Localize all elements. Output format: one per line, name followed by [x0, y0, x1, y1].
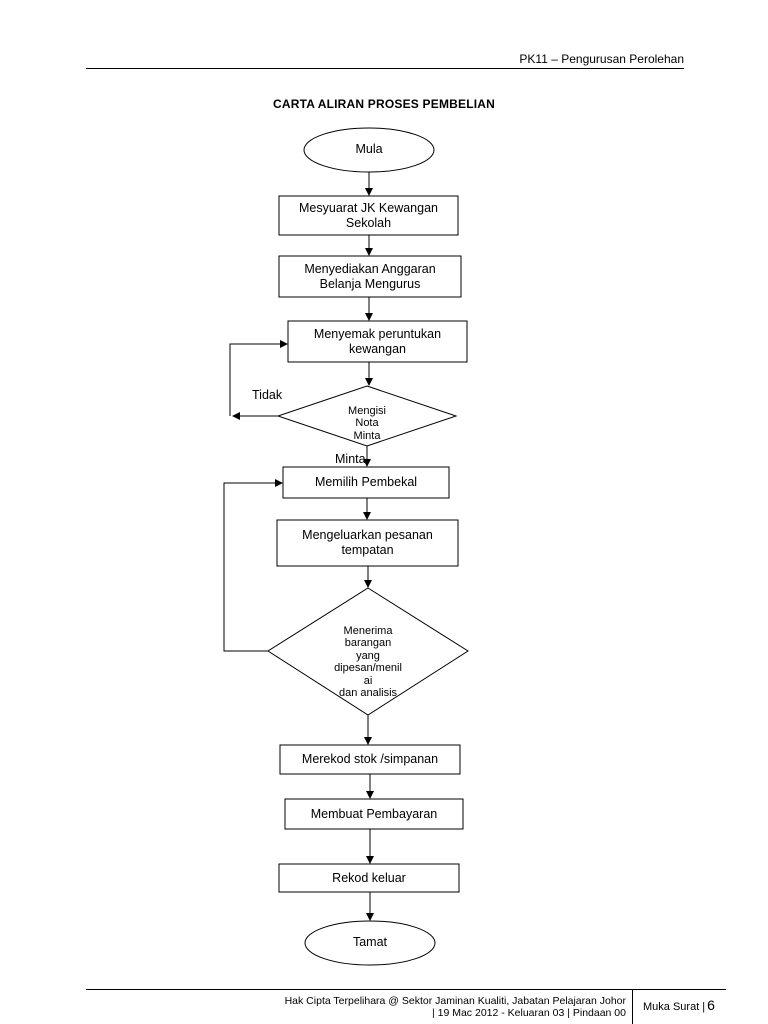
page-number: 6 — [707, 997, 715, 1013]
end-label: Tamat — [352, 934, 388, 949]
supplier-label: Memilih Pembekal — [314, 475, 418, 489]
review-label: Menyemak peruntukan kewangan — [313, 326, 442, 356]
note-decision-label: Mengisi Nota Minta — [348, 405, 386, 442]
note-decision-overflow-label: Minta — [335, 452, 366, 466]
loop-back-to-supplier — [223, 479, 283, 652]
loop-back-to-review — [229, 340, 288, 416]
page-label: Muka Surat | — [643, 1001, 706, 1013]
document-header: PK11 – Pengurusan Perolehan — [519, 52, 684, 66]
footer-rule — [86, 989, 726, 990]
start-label: Mula — [355, 141, 383, 156]
receive-decision-label: Menerima barangan yang dipesan/menil ai … — [334, 625, 402, 700]
payment-label: Membuat Pembayaran — [310, 806, 438, 821]
footer-divider — [632, 989, 633, 1024]
diagram-title: CARTA ALIRAN PROSES PEMBELIAN — [272, 97, 496, 111]
order-label: Mengeluarkan pesanan tempatan — [302, 528, 433, 557]
stock-process-box — [279, 744, 461, 775]
end-terminal — [304, 920, 436, 966]
footer-page-indicator: Muka Surat |6 — [643, 997, 715, 1013]
payment-process-box — [284, 798, 464, 830]
stock-label: Merekod stok /simpanan — [301, 752, 439, 766]
order-process-box — [276, 519, 459, 567]
no-branch-label: Tidak — [252, 388, 283, 402]
budget-process-box — [278, 255, 462, 298]
review-process-box — [287, 320, 468, 363]
record-out-process-box — [278, 863, 460, 893]
header-rule — [86, 68, 684, 69]
footer-copyright: Hak Cipta Terpelihara @ Sektor Jaminan K… — [285, 995, 626, 1019]
footer-copyright-line2: | 19 Mac 2012 - Keluaran 03 | Pindaan 00 — [431, 1007, 626, 1019]
supplier-process-box — [282, 466, 450, 499]
meeting-label: Mesyuarat JK Kewangan Sekolah — [299, 200, 438, 230]
record-out-label: Rekod keluar — [332, 870, 406, 885]
budget-label: Menyediakan Anggaran Belanja Mengurus — [304, 261, 436, 291]
footer-copyright-line1: Hak Cipta Terpelihara @ Sektor Jaminan K… — [284, 995, 626, 1007]
